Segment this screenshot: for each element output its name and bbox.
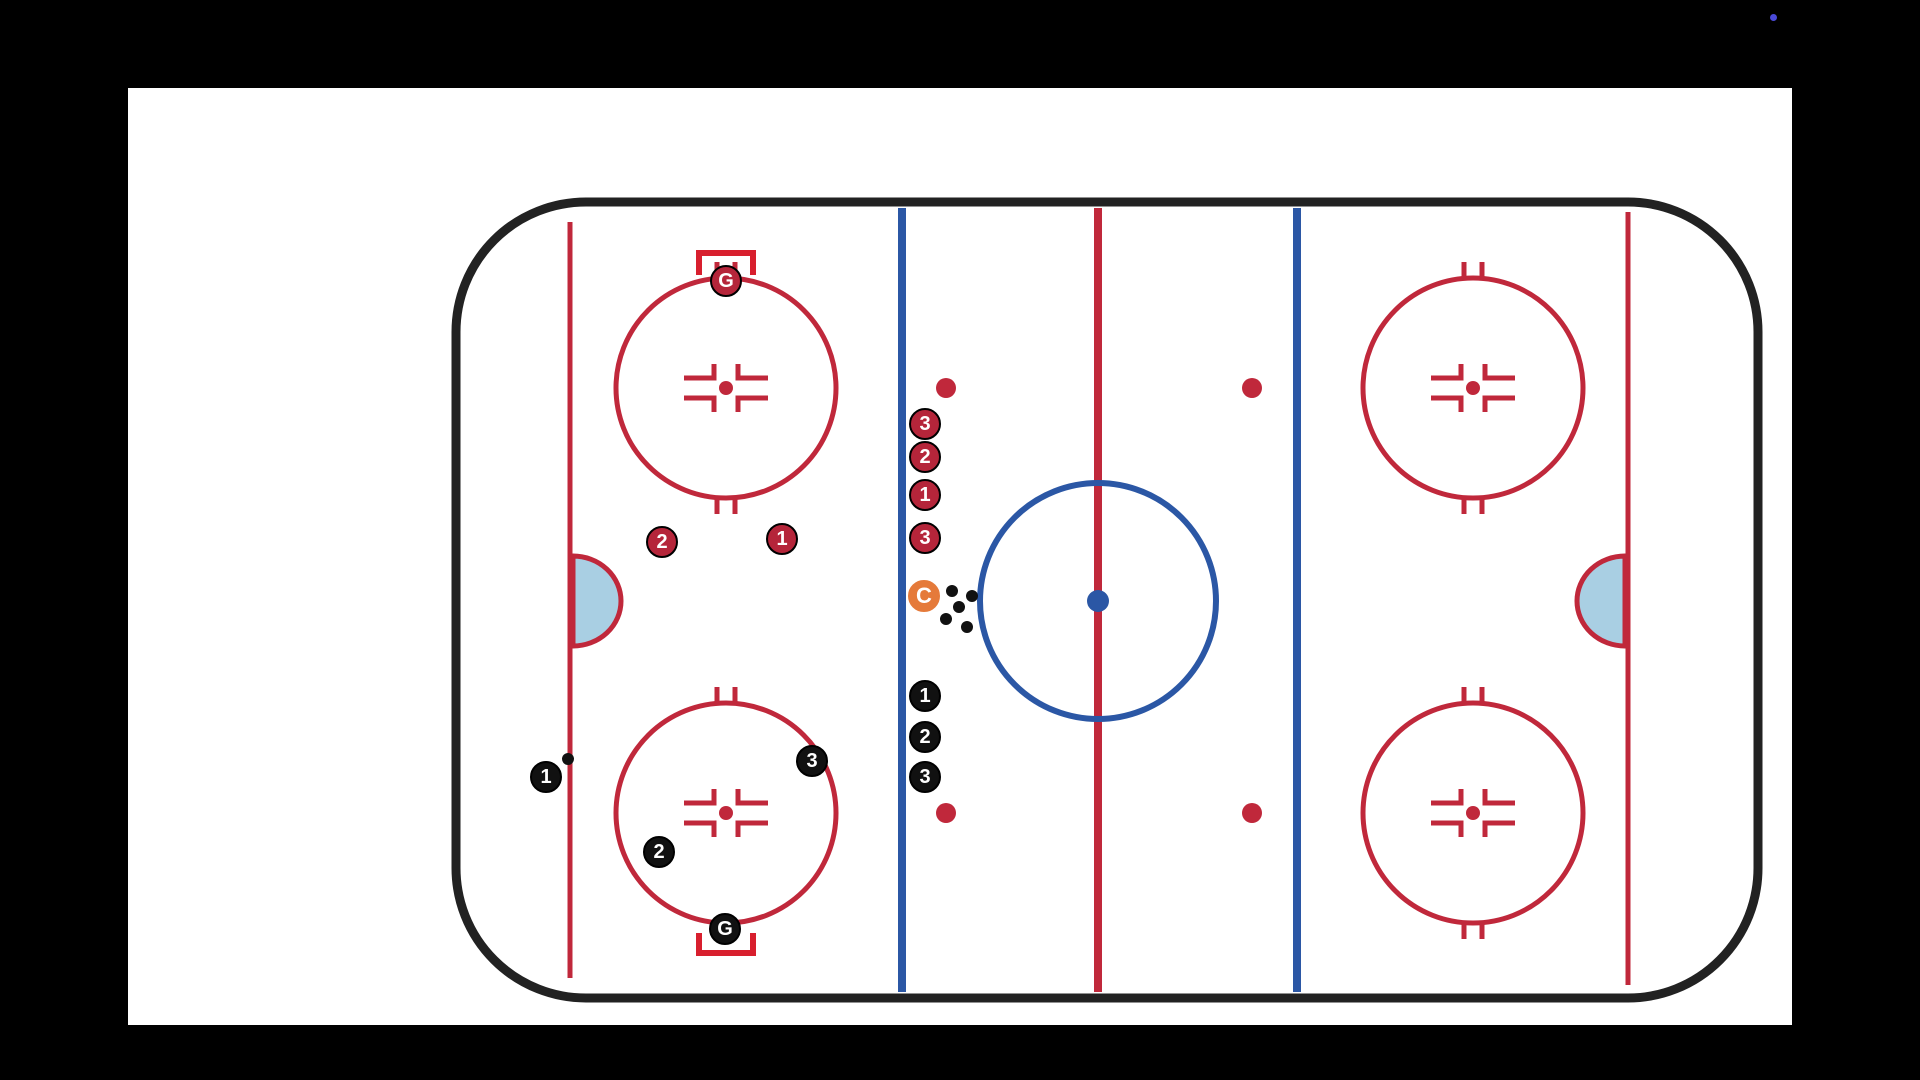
black-player-marker[interactable]: 3: [909, 761, 941, 793]
puck-icon[interactable]: [946, 585, 958, 597]
coach-marker[interactable]: C: [908, 580, 940, 612]
status-dot-icon: [1770, 14, 1777, 21]
red-player-marker[interactable]: 1: [909, 479, 941, 511]
puck-icon[interactable]: [562, 753, 574, 765]
red-player-marker[interactable]: 1: [766, 523, 798, 555]
neutral-faceoff-dot: [936, 803, 956, 823]
puck-icon[interactable]: [961, 621, 973, 633]
black-player-marker[interactable]: 2: [909, 721, 941, 753]
faceoff-circle: [1360, 687, 1586, 939]
red-player-marker[interactable]: 3: [909, 408, 941, 440]
goal-crease-left: [570, 553, 624, 649]
black-player-marker[interactable]: 1: [909, 680, 941, 712]
neutral-faceoff-dot: [936, 378, 956, 398]
red-goalie-marker[interactable]: G: [710, 265, 742, 297]
black-player-marker[interactable]: 1: [530, 761, 562, 793]
red-player-marker[interactable]: 2: [646, 526, 678, 558]
faceoff-circle: [1360, 262, 1586, 514]
black-player-marker[interactable]: 2: [643, 836, 675, 868]
puck-icon[interactable]: [966, 590, 978, 602]
center-faceoff-dot: [1087, 590, 1109, 612]
black-player-marker[interactable]: 3: [796, 745, 828, 777]
puck-icon[interactable]: [953, 601, 965, 613]
puck-icon[interactable]: [940, 613, 952, 625]
red-player-marker[interactable]: 2: [909, 441, 941, 473]
goal-net-bottom: [696, 933, 756, 956]
center-circle: [977, 480, 1219, 722]
black-goalie-marker[interactable]: G: [709, 913, 741, 945]
neutral-faceoff-dot: [1242, 803, 1262, 823]
neutral-faceoff-dot: [1242, 378, 1262, 398]
goal-crease-right: [1574, 553, 1628, 649]
red-player-marker[interactable]: 3: [909, 522, 941, 554]
goal-net-top: [696, 250, 756, 275]
